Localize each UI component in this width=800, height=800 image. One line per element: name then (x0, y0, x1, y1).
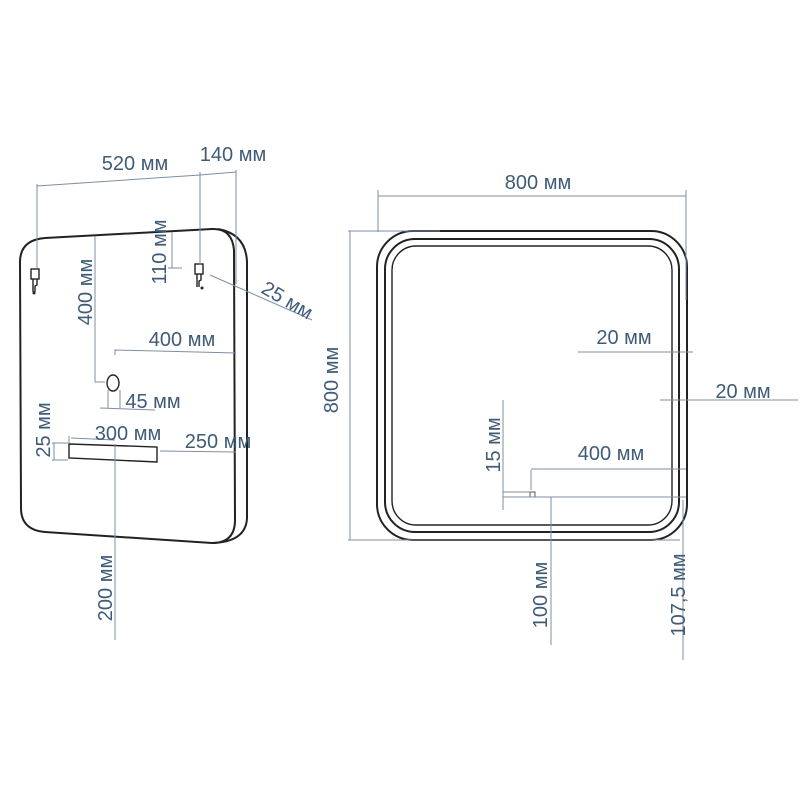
switch-width-label: 300 мм (95, 423, 161, 445)
sensor-height-label: 15 мм (483, 417, 505, 472)
sensor-from-top-label: 400 мм (75, 259, 97, 325)
sensor-icon (106, 374, 120, 392)
panel-side-thickness (211, 228, 248, 544)
hook-from-top-label: 110 мм (149, 220, 171, 285)
hook-right-icon (194, 263, 204, 290)
height-label: 800 мм (321, 347, 343, 413)
depth-label: 25 мм (258, 277, 317, 324)
frame-outer-label: 20 мм (715, 381, 770, 403)
mirror-inner-edge (391, 245, 673, 526)
switch-from-edge-label: 250 мм (185, 431, 251, 453)
sensor-size-label: 45 мм (125, 391, 180, 413)
front-view: 800 мм 800 мм 20 мм 20 мм 15 мм 400 мм 1… (321, 172, 798, 660)
switch-from-bottom-label: 200 мм (95, 555, 117, 621)
sensor-from-edge-label: 400 мм (149, 329, 215, 351)
hook-spacing-label: 520 мм (102, 153, 168, 175)
hook-left-icon (30, 268, 40, 295)
back-view: 520 мм 140 мм 110 мм 25 мм 400 мм 400 мм… (18, 144, 317, 640)
frame-inner-label: 20 мм (596, 327, 651, 349)
bottom-offset-label: 107,5 мм (668, 553, 690, 636)
led-frame (384, 238, 680, 533)
sensor-from-bottom-label: 100 мм (530, 562, 552, 628)
back-panel-outline (18, 227, 237, 545)
hook-to-edge-label: 140 мм (200, 144, 266, 166)
width-label: 800 мм (505, 172, 571, 194)
sensor-from-edge-label-front: 400 мм (578, 443, 644, 465)
switch-bar (68, 443, 158, 463)
switch-height-label: 25 мм (33, 402, 55, 457)
sensor-marker (529, 491, 536, 498)
